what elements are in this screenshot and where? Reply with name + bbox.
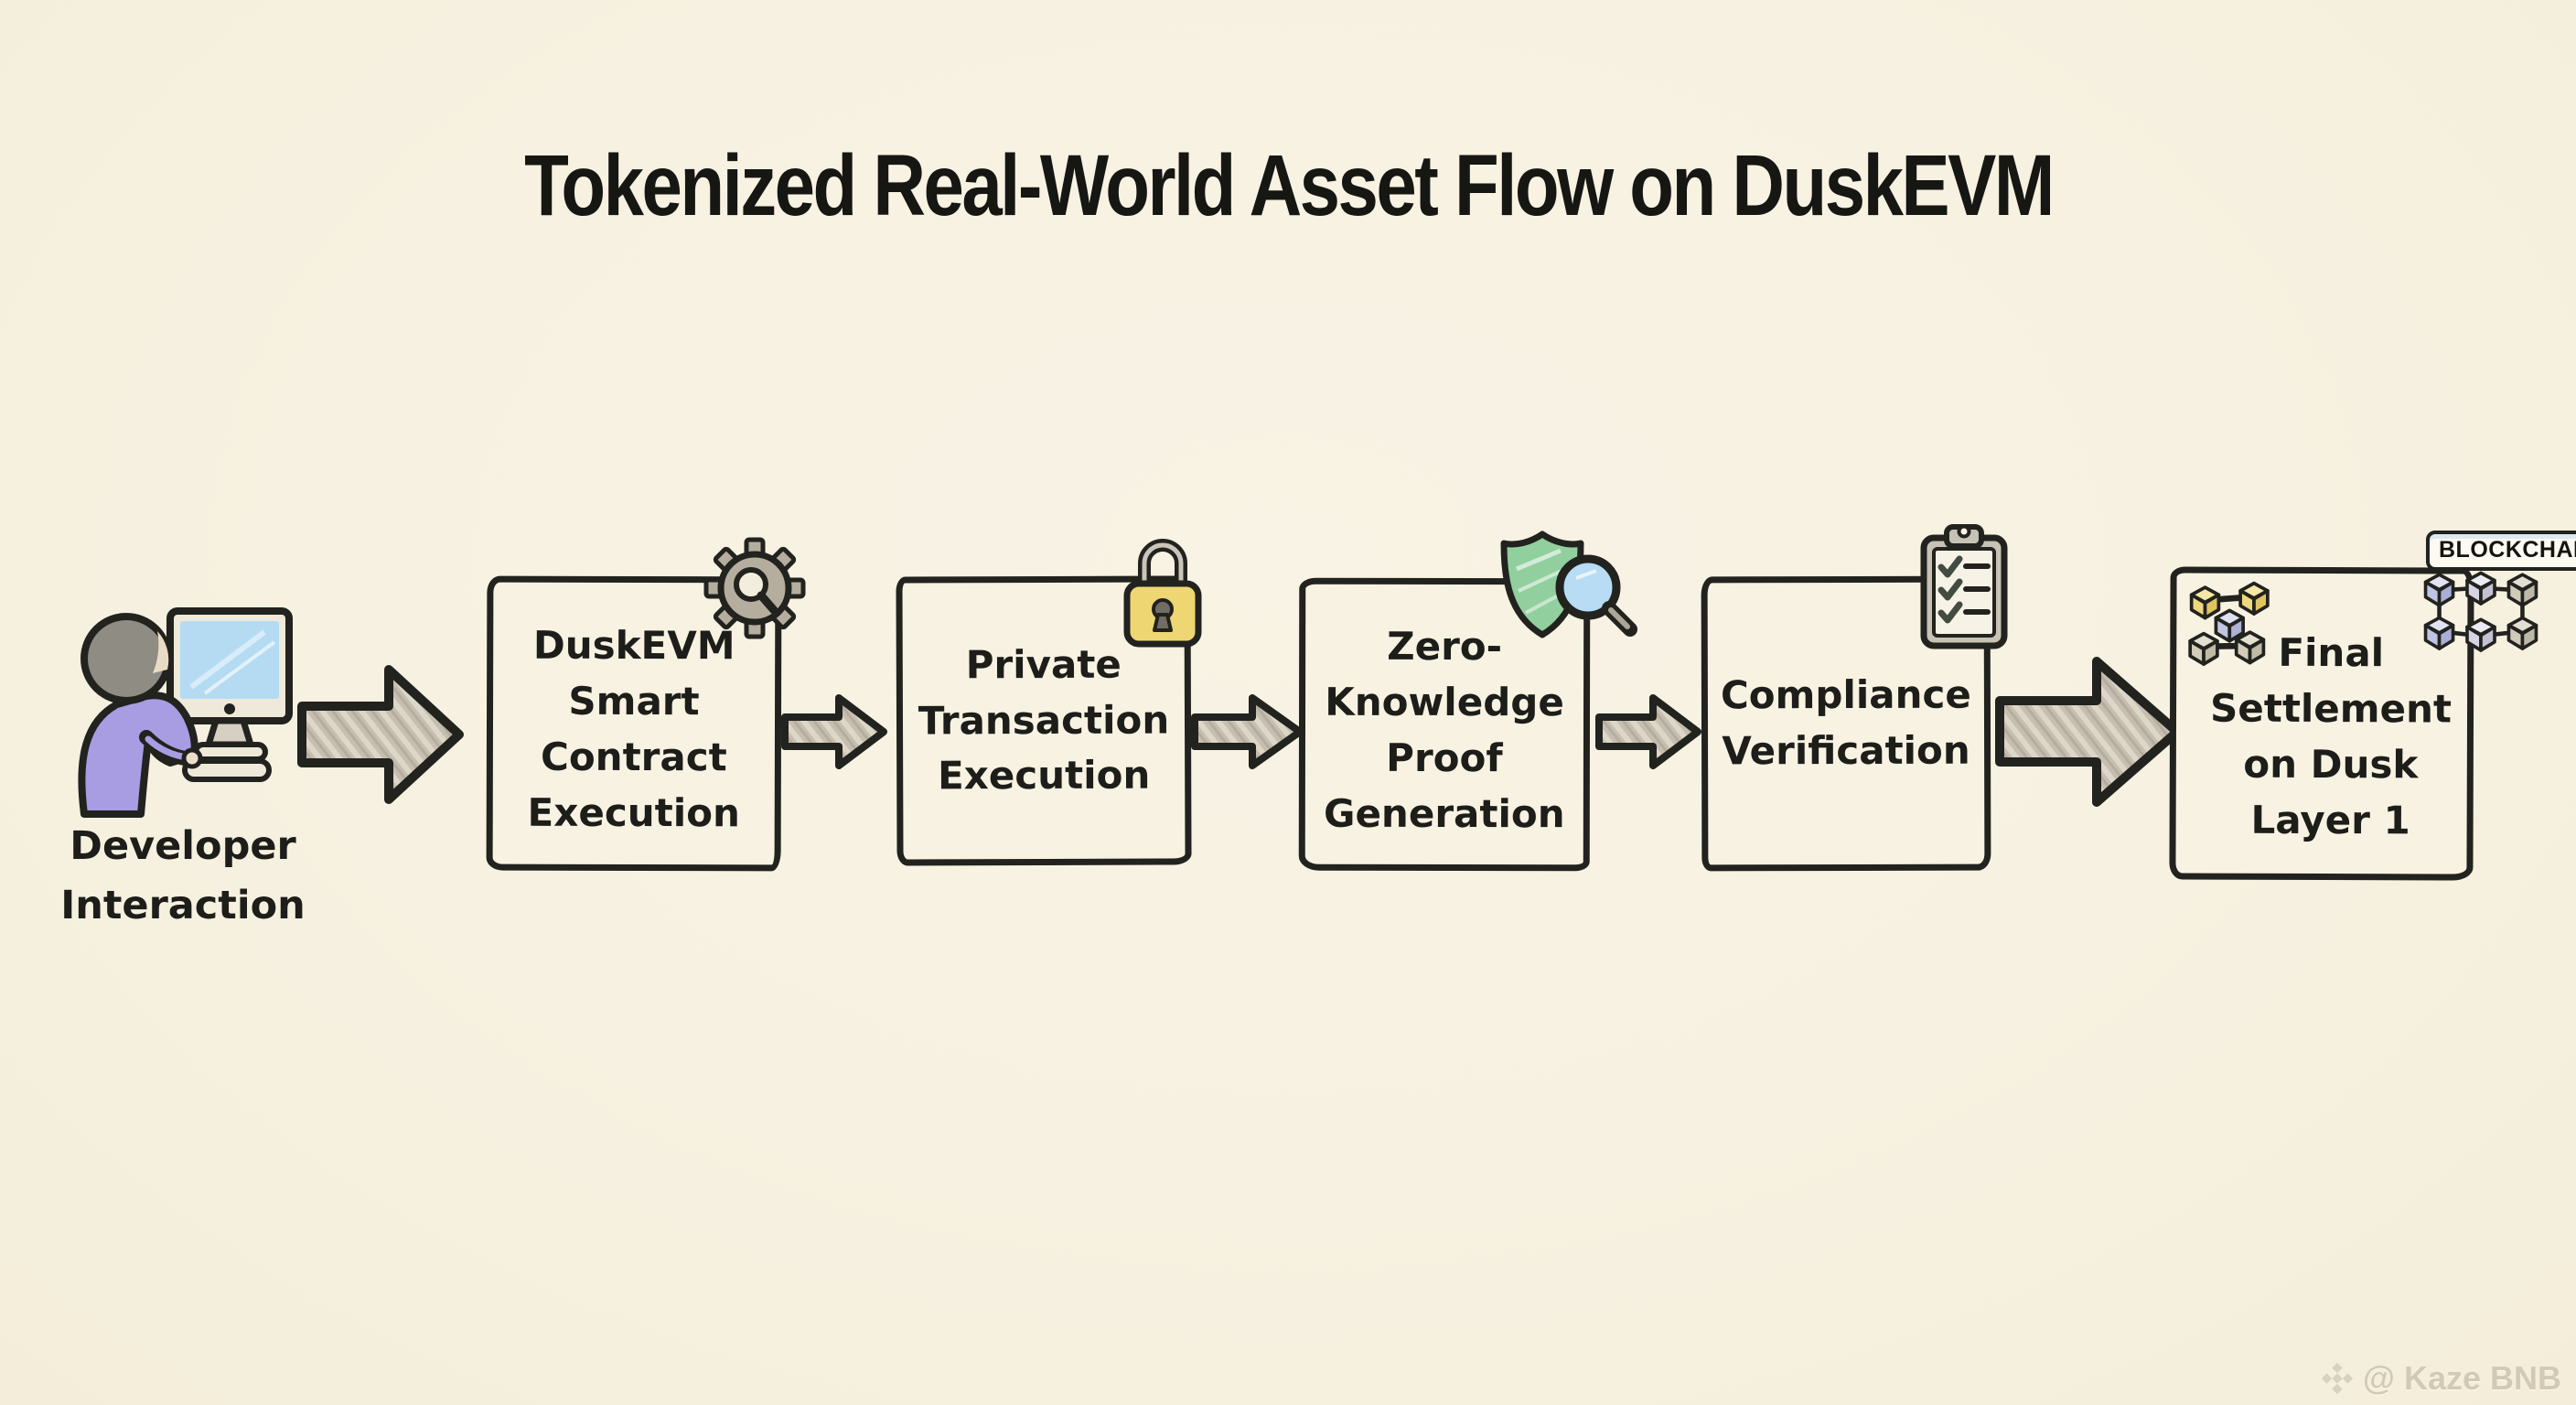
blockchain-cubes-icon bbox=[2188, 581, 2270, 666]
watermark-text: @ Kaze BNB bbox=[2362, 1359, 2561, 1397]
binance-diamond-icon bbox=[2321, 1362, 2354, 1395]
start-node-label: Developer Interaction bbox=[60, 823, 306, 928]
page-title-text: Tokenized Real-World Asset Flow on DuskE… bbox=[523, 136, 2055, 234]
shield-magnifier-icon bbox=[1500, 531, 1637, 638]
developer-computer-icon bbox=[78, 607, 293, 818]
arrow-step1-to-step2 bbox=[781, 694, 887, 769]
blockchain-badge: BLOCKCHAIN bbox=[2426, 531, 2576, 571]
blockchain-network-icon bbox=[2423, 571, 2538, 652]
arrow-step4-to-step5 bbox=[1995, 657, 2182, 807]
clipboard-checklist-icon bbox=[1920, 524, 2008, 649]
gear-search-icon bbox=[703, 537, 806, 639]
padlock-icon bbox=[1123, 539, 1202, 648]
page-title: Tokenized Real-World Asset Flow on DuskE… bbox=[0, 135, 2576, 236]
step-label: Private Transaction Execution bbox=[918, 641, 1170, 799]
step-label: DuskEVM Smart Contract Execution bbox=[527, 622, 740, 836]
step-label: Compliance Verification bbox=[1720, 671, 1971, 774]
arrow-developer-to-step1 bbox=[297, 665, 464, 804]
watermark: @ Kaze BNB bbox=[2321, 1359, 2561, 1398]
arrow-step2-to-step3 bbox=[1191, 694, 1304, 769]
arrow-step3-to-step4 bbox=[1595, 694, 1701, 769]
